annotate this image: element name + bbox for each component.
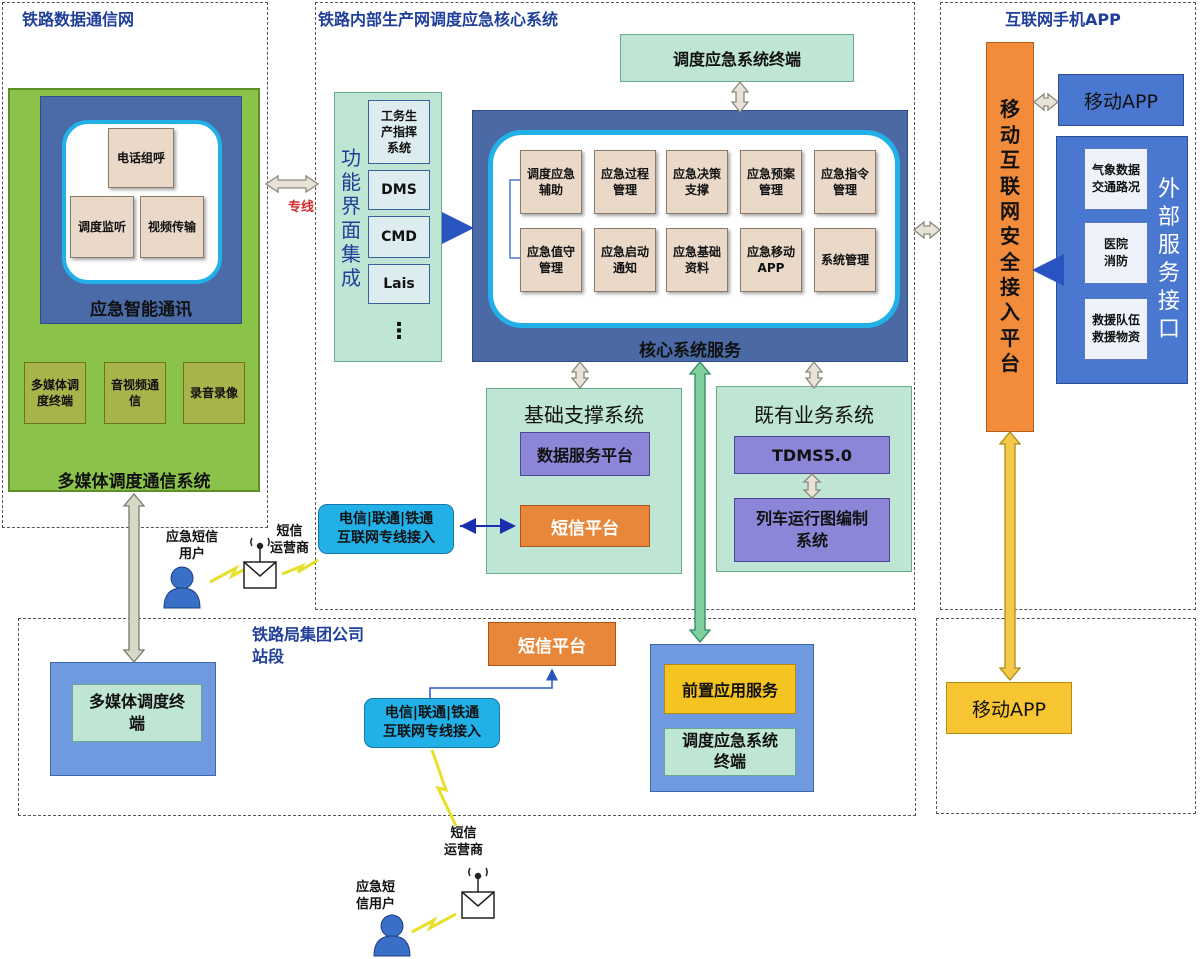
bureau-terminal: 调度应急系统 终端	[664, 728, 796, 776]
tdms: TDMS5.0	[734, 436, 890, 474]
integration-item-cmd: CMD	[368, 216, 430, 258]
dispatch-monitor: 调度监听	[70, 196, 134, 258]
lightning-bolt-icon	[209, 560, 259, 584]
integration-label: 功 能 界 面 集 成	[341, 146, 361, 290]
core-module-4: 应急预案 管理	[740, 150, 802, 214]
mobile-security-platform: 移 动 互 联 网 安 全 接 入 平 台	[986, 42, 1034, 432]
region-title-internet-app: 互联网手机APP	[1005, 10, 1121, 29]
existing-title: 既有业务系统	[754, 402, 874, 427]
integration-item-lais: Lais	[368, 264, 430, 304]
recording: 录音录像	[183, 362, 245, 424]
data-service-platform: 数据服务平台	[520, 432, 650, 476]
core-module-10: 系统管理	[814, 228, 876, 292]
core-title: 核心系统服务	[639, 340, 741, 361]
smart-comm-title: 应急智能通讯	[90, 299, 192, 320]
phone-group-call: 电话组呼	[108, 128, 174, 188]
user-icon	[373, 914, 411, 957]
integration-more: ⋮	[388, 318, 410, 344]
core-module-9: 应急移动 APP	[740, 228, 802, 292]
external-hospital-fire: 医院 消防	[1084, 222, 1148, 284]
multimedia-terminal: 多媒体调 度终端	[24, 362, 86, 424]
core-module-8: 应急基础 资料	[666, 228, 728, 292]
core-module-6: 应急值守 管理	[520, 228, 582, 292]
dedicated-line-arrow	[264, 174, 320, 194]
external-interface-title: 外 部 服 务 接 口	[1157, 177, 1180, 342]
sms-user-label-top: 应急短信 用户	[166, 530, 219, 562]
audio-video-comm: 音视频通 信	[104, 362, 166, 424]
base-support-title: 基础支撑系统	[524, 402, 644, 427]
sms-platform-core: 短信平台	[520, 505, 650, 547]
train-graph-system: 列车运行图编制 系统	[734, 498, 890, 562]
carrier-access-bottom: 电信|联通|铁通 互联网专线接入	[364, 698, 500, 748]
region-mobile-bottom	[936, 618, 1196, 814]
sms-platform-bureau: 短信平台	[488, 622, 616, 666]
core-module-2: 应急过程 管理	[594, 150, 656, 214]
core-module-1: 调度应急 辅助	[520, 150, 582, 214]
mobile-app-bottom: 移动APP	[946, 682, 1072, 734]
region-core-system	[315, 2, 915, 610]
bureau-mm-terminal: 多媒体调度终 端	[72, 684, 202, 742]
mobile-app-top: 移动APP	[1058, 74, 1184, 126]
region-title-bureau: 铁路局集团公司 站段	[252, 625, 365, 666]
external-rescue: 救援队伍 救援物资	[1084, 298, 1148, 360]
lightning-bolt-icon	[411, 912, 457, 934]
core-mobile-arrow	[912, 220, 942, 240]
integration-item-gongwu: 工务生 产指挥 系统	[368, 100, 430, 164]
sms-user-label-bottom: 应急短 信用户	[356, 880, 396, 912]
region-title-core-system: 铁路内部生产网调度应急核心系统	[318, 10, 559, 29]
dedicated-line-label: 专线	[288, 200, 315, 215]
core-module-3: 应急决策 支撑	[666, 150, 728, 214]
front-app-service: 前置应用服务	[664, 664, 796, 714]
sms-envelope-icon	[461, 867, 495, 919]
user-icon	[163, 566, 201, 609]
carrier-access-top: 电信|联通|铁通 互联网专线接入	[318, 504, 454, 554]
sms-operator-label-top: 短信 运营商	[270, 524, 310, 556]
core-module-5: 应急指令 管理	[814, 150, 876, 214]
integration-item-dms: DMS	[368, 170, 430, 210]
region-internet-app	[940, 2, 1196, 610]
lightning-bolt-icon	[281, 558, 319, 576]
multimedia-system-title: 多媒体调度通信系统	[57, 471, 211, 492]
terminal-top: 调度应急系统终端	[620, 34, 854, 82]
region-title-railway-data-net: 铁路数据通信网	[22, 10, 135, 29]
core-module-7: 应急启动 通知	[594, 228, 656, 292]
video-transmission: 视频传输	[140, 196, 204, 258]
region-bureau	[18, 618, 916, 816]
external-weather-traffic: 气象数据 交通路况	[1084, 148, 1148, 210]
sms-operator-label-bottom: 短信 运营商	[444, 826, 484, 858]
